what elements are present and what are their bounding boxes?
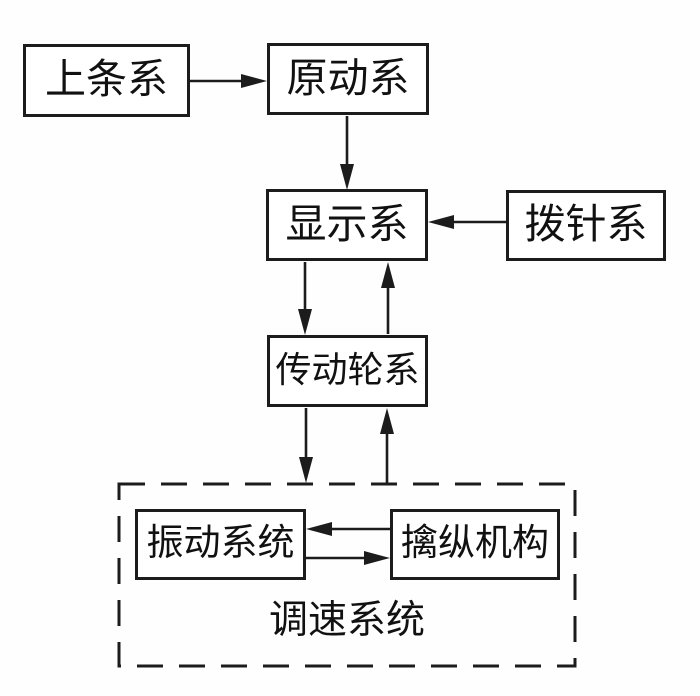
arrow-hand-setting-to-display xyxy=(428,215,506,229)
arrow-gear-train-to-speed-regulation xyxy=(299,408,313,483)
arrow-winding-to-prime-mover xyxy=(190,74,267,88)
speed-regulation-group-label: 调速系统 xyxy=(268,599,425,642)
arrow-vibration-to-escapement xyxy=(306,551,390,565)
node-hand-setting-system-label: 拨针系 xyxy=(524,201,648,247)
node-winding-system: 上条系 xyxy=(23,44,190,117)
node-prime-mover-system-label: 原动系 xyxy=(286,54,410,101)
node-vibration-system-label: 振动系统 xyxy=(146,523,295,564)
node-hand-setting-system: 拨针系 xyxy=(506,190,666,261)
node-gear-train-label: 传动轮系 xyxy=(275,350,420,390)
arrow-display-to-gear-train xyxy=(298,262,312,335)
node-winding-system-label: 上条系 xyxy=(45,56,168,102)
node-escapement-mechanism: 擒纵机构 xyxy=(390,509,560,580)
node-prime-mover-system: 原动系 xyxy=(267,43,429,115)
arrow-gear-train-to-display xyxy=(381,262,395,334)
node-display-system-label: 显示系 xyxy=(285,200,409,247)
node-gear-train: 传动轮系 xyxy=(267,335,428,407)
arrow-escapement-to-vibration xyxy=(306,522,390,536)
node-escapement-mechanism-label: 擒纵机构 xyxy=(401,523,549,564)
node-vibration-system: 振动系统 xyxy=(135,509,306,580)
node-display-system: 显示系 xyxy=(266,189,428,261)
speed-regulation-group-border xyxy=(117,482,577,668)
arrow-speed-regulation-to-gear-train xyxy=(380,408,394,483)
arrow-prime-mover-to-display xyxy=(340,116,354,190)
